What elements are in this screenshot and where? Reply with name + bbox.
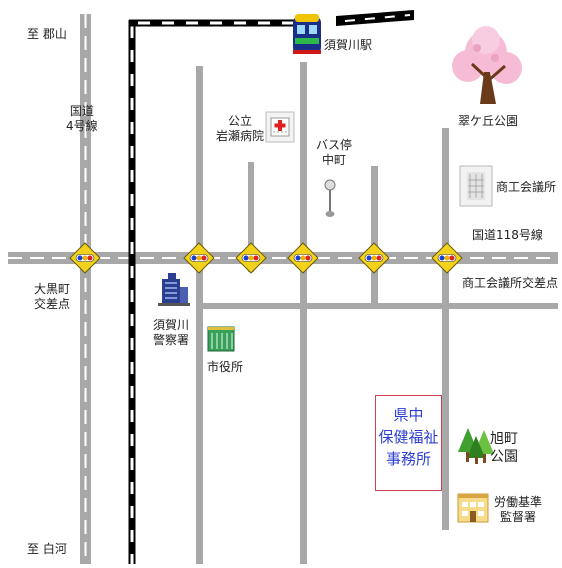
police-station-icon	[158, 273, 190, 306]
road-vertical-busstop	[371, 166, 378, 304]
railway-line	[128, 10, 414, 564]
label-asahi-park: 旭町 公園	[490, 431, 518, 465]
label-to-koriyama: 至 郡山	[27, 27, 67, 41]
side-road-horizontal	[200, 303, 558, 309]
label-police: 須賀川 警察署	[153, 318, 190, 347]
label-target-office: 県中 保健福祉 事務所	[378, 406, 439, 468]
bus-stop-icon	[324, 179, 336, 217]
train-icon	[293, 14, 321, 54]
park-trees-icon	[458, 428, 494, 464]
label-bus-stop: バス停 中町	[316, 138, 353, 167]
signal-icon	[235, 242, 267, 274]
signal-icon	[287, 242, 319, 274]
label-chamber-intersection: 商工会議所交差点	[462, 276, 559, 290]
chamber-building-icon	[459, 165, 493, 207]
label-ookuro-intersection: 大黒町 交差点	[34, 282, 71, 311]
signal-icon	[431, 242, 463, 274]
road-vertical-east	[442, 128, 449, 530]
label-route-4: 国道 4号線	[66, 104, 98, 133]
labor-office-icon	[457, 493, 489, 523]
signal-icon	[358, 242, 390, 274]
label-hospital: 公立 岩瀬病院	[216, 114, 265, 143]
signal-icon	[183, 242, 215, 274]
road-vertical-station	[300, 62, 307, 564]
label-park-midorigaoka: 翠ケ丘公園	[458, 114, 519, 128]
city-hall-icon	[207, 326, 235, 352]
cherry-tree-icon	[452, 26, 522, 104]
label-labor-office: 労働基準 監督署	[494, 495, 543, 524]
road-vertical-short	[248, 162, 254, 272]
hospital-icon	[265, 111, 295, 143]
label-city-hall: 市役所	[207, 360, 244, 374]
signal-icon	[69, 242, 101, 274]
label-to-shirakawa: 至 白河	[27, 542, 67, 556]
label-station: 須賀川駅	[324, 38, 373, 52]
target-office-box: 県中 保健福祉 事務所	[375, 395, 442, 491]
route-4-road	[80, 14, 91, 564]
label-chamber: 商工会議所	[496, 180, 557, 194]
road-vertical-hospital	[196, 66, 203, 564]
label-route-118: 国道118号線	[472, 228, 543, 242]
